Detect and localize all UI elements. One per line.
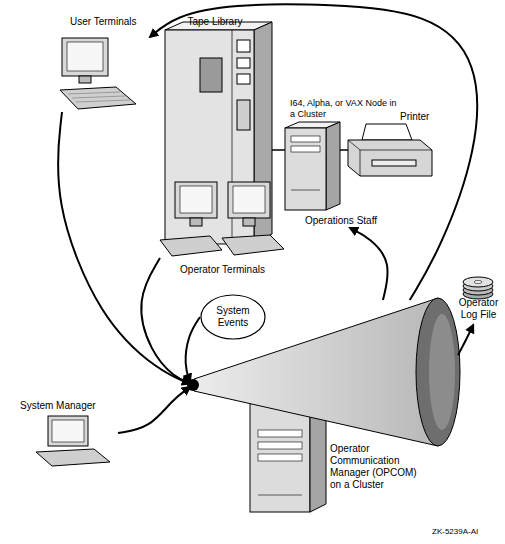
opcom-cone: [187, 298, 460, 446]
opcom-server-drawing-part: [258, 430, 302, 437]
printer-node: Printer: [348, 98, 434, 180]
message-arrow: [118, 387, 190, 433]
tape-library-drawing-part: [237, 100, 250, 130]
node-label: User Terminals: [70, 16, 150, 28]
log-file-node: Operator Log File: [452, 275, 505, 325]
operator-terminal-drawing-part: [160, 236, 222, 256]
manager-terminal-drawing-part: [52, 420, 84, 442]
operator-terminal-drawing: [160, 182, 284, 256]
node-label: Operations Staff: [296, 215, 386, 227]
user-terminal-drawing: [60, 38, 136, 109]
opcom-server-drawing-part: [258, 495, 302, 496]
operator-terminal-drawing-part: [222, 235, 284, 255]
tape-library-drawing-part: [237, 74, 250, 84]
cluster-server-drawing-part: [291, 146, 320, 152]
cluster-node: I64, Alpha, or VAX Node in a Cluster: [285, 98, 340, 212]
opcom-cone-part: [429, 314, 455, 430]
cluster-server-drawing-part: [326, 122, 340, 210]
node-label: Printer: [400, 111, 436, 123]
operator-terminal-drawing-part: [233, 186, 265, 213]
printer-drawing: [348, 124, 432, 176]
tape-library-drawing-part: [200, 58, 222, 92]
tape-library-node: Tape Library: [158, 14, 272, 246]
cluster-server-drawing-part: [291, 190, 320, 191]
operator-terminal-drawing-part: [228, 182, 270, 218]
message-arrow: [458, 325, 473, 355]
manager-terminal-drawing: [36, 416, 110, 466]
operator-terminal-drawing-part: [243, 218, 255, 226]
message-arrow: [350, 228, 388, 300]
tape-library-drawing-part: [237, 40, 250, 52]
manager-terminal-drawing-part: [36, 449, 110, 466]
operator-terminal-drawing-part: [190, 218, 202, 226]
cable-line: [340, 149, 348, 151]
opcom-node: Operator Communication Manager (OPCOM) o…: [190, 300, 458, 512]
figure-code: ZK-5239A-AI: [432, 526, 505, 537]
tape-library-drawing-part: [237, 58, 250, 68]
node-label: Operator Log File: [452, 297, 505, 321]
message-arrow: [141, 258, 190, 383]
tape-library-drawing: [165, 22, 272, 244]
message-arrow: [150, 4, 477, 300]
cable-line: [272, 149, 285, 151]
log-disk-drawing: [463, 277, 493, 299]
terminal-node: Operator Terminals: [160, 178, 285, 278]
log-disk-drawing-part: [474, 281, 482, 284]
node-label: I64, Alpha, or VAX Node in a Cluster: [290, 98, 402, 120]
opcom-cone-part: [187, 379, 199, 391]
printer-drawing-part: [348, 140, 432, 176]
log-disk-drawing-part: [463, 277, 493, 287]
printer-drawing-part: [362, 124, 412, 140]
event-ellipse: System Events: [200, 294, 266, 340]
message-arrow: [186, 317, 200, 382]
manager-terminal-drawing-part: [48, 416, 88, 446]
user-terminal-drawing-part: [79, 76, 91, 83]
user-terminal-drawing-part: [60, 87, 136, 109]
cluster-server-drawing-part: [291, 136, 320, 142]
terminal-node: User Terminals: [40, 12, 150, 112]
printer-drawing-part: [372, 160, 416, 166]
cluster-server-drawing: [285, 122, 340, 210]
message-arrow: [58, 112, 190, 384]
ellipse-shape: [201, 295, 265, 339]
opcom-server-drawing-part: [258, 442, 302, 449]
node-label: Operator Communication Manager (OPCOM) o…: [330, 443, 430, 491]
opcom-server-drawing-part: [258, 454, 302, 461]
user-terminal-drawing-part: [67, 42, 103, 71]
cluster-server-drawing-part: [285, 128, 326, 210]
operator-terminal-drawing-part: [180, 186, 212, 213]
user-terminal-drawing-part: [68, 92, 130, 102]
user-terminal-drawing-part: [62, 38, 108, 76]
node-label: Tape Library: [158, 16, 272, 28]
operator-terminal-drawing-part: [175, 182, 217, 218]
staff-node: Operations Staff: [296, 214, 386, 228]
node-label: System Manager: [20, 400, 118, 412]
printer-drawing-part: [348, 140, 432, 176]
manager-node: System Manager: [18, 398, 118, 468]
opcom-cone-part: [194, 298, 438, 446]
opcom-cone-part: [416, 298, 460, 446]
node-label: Operator Terminals: [160, 264, 285, 276]
node-label: System Events: [205, 305, 261, 329]
